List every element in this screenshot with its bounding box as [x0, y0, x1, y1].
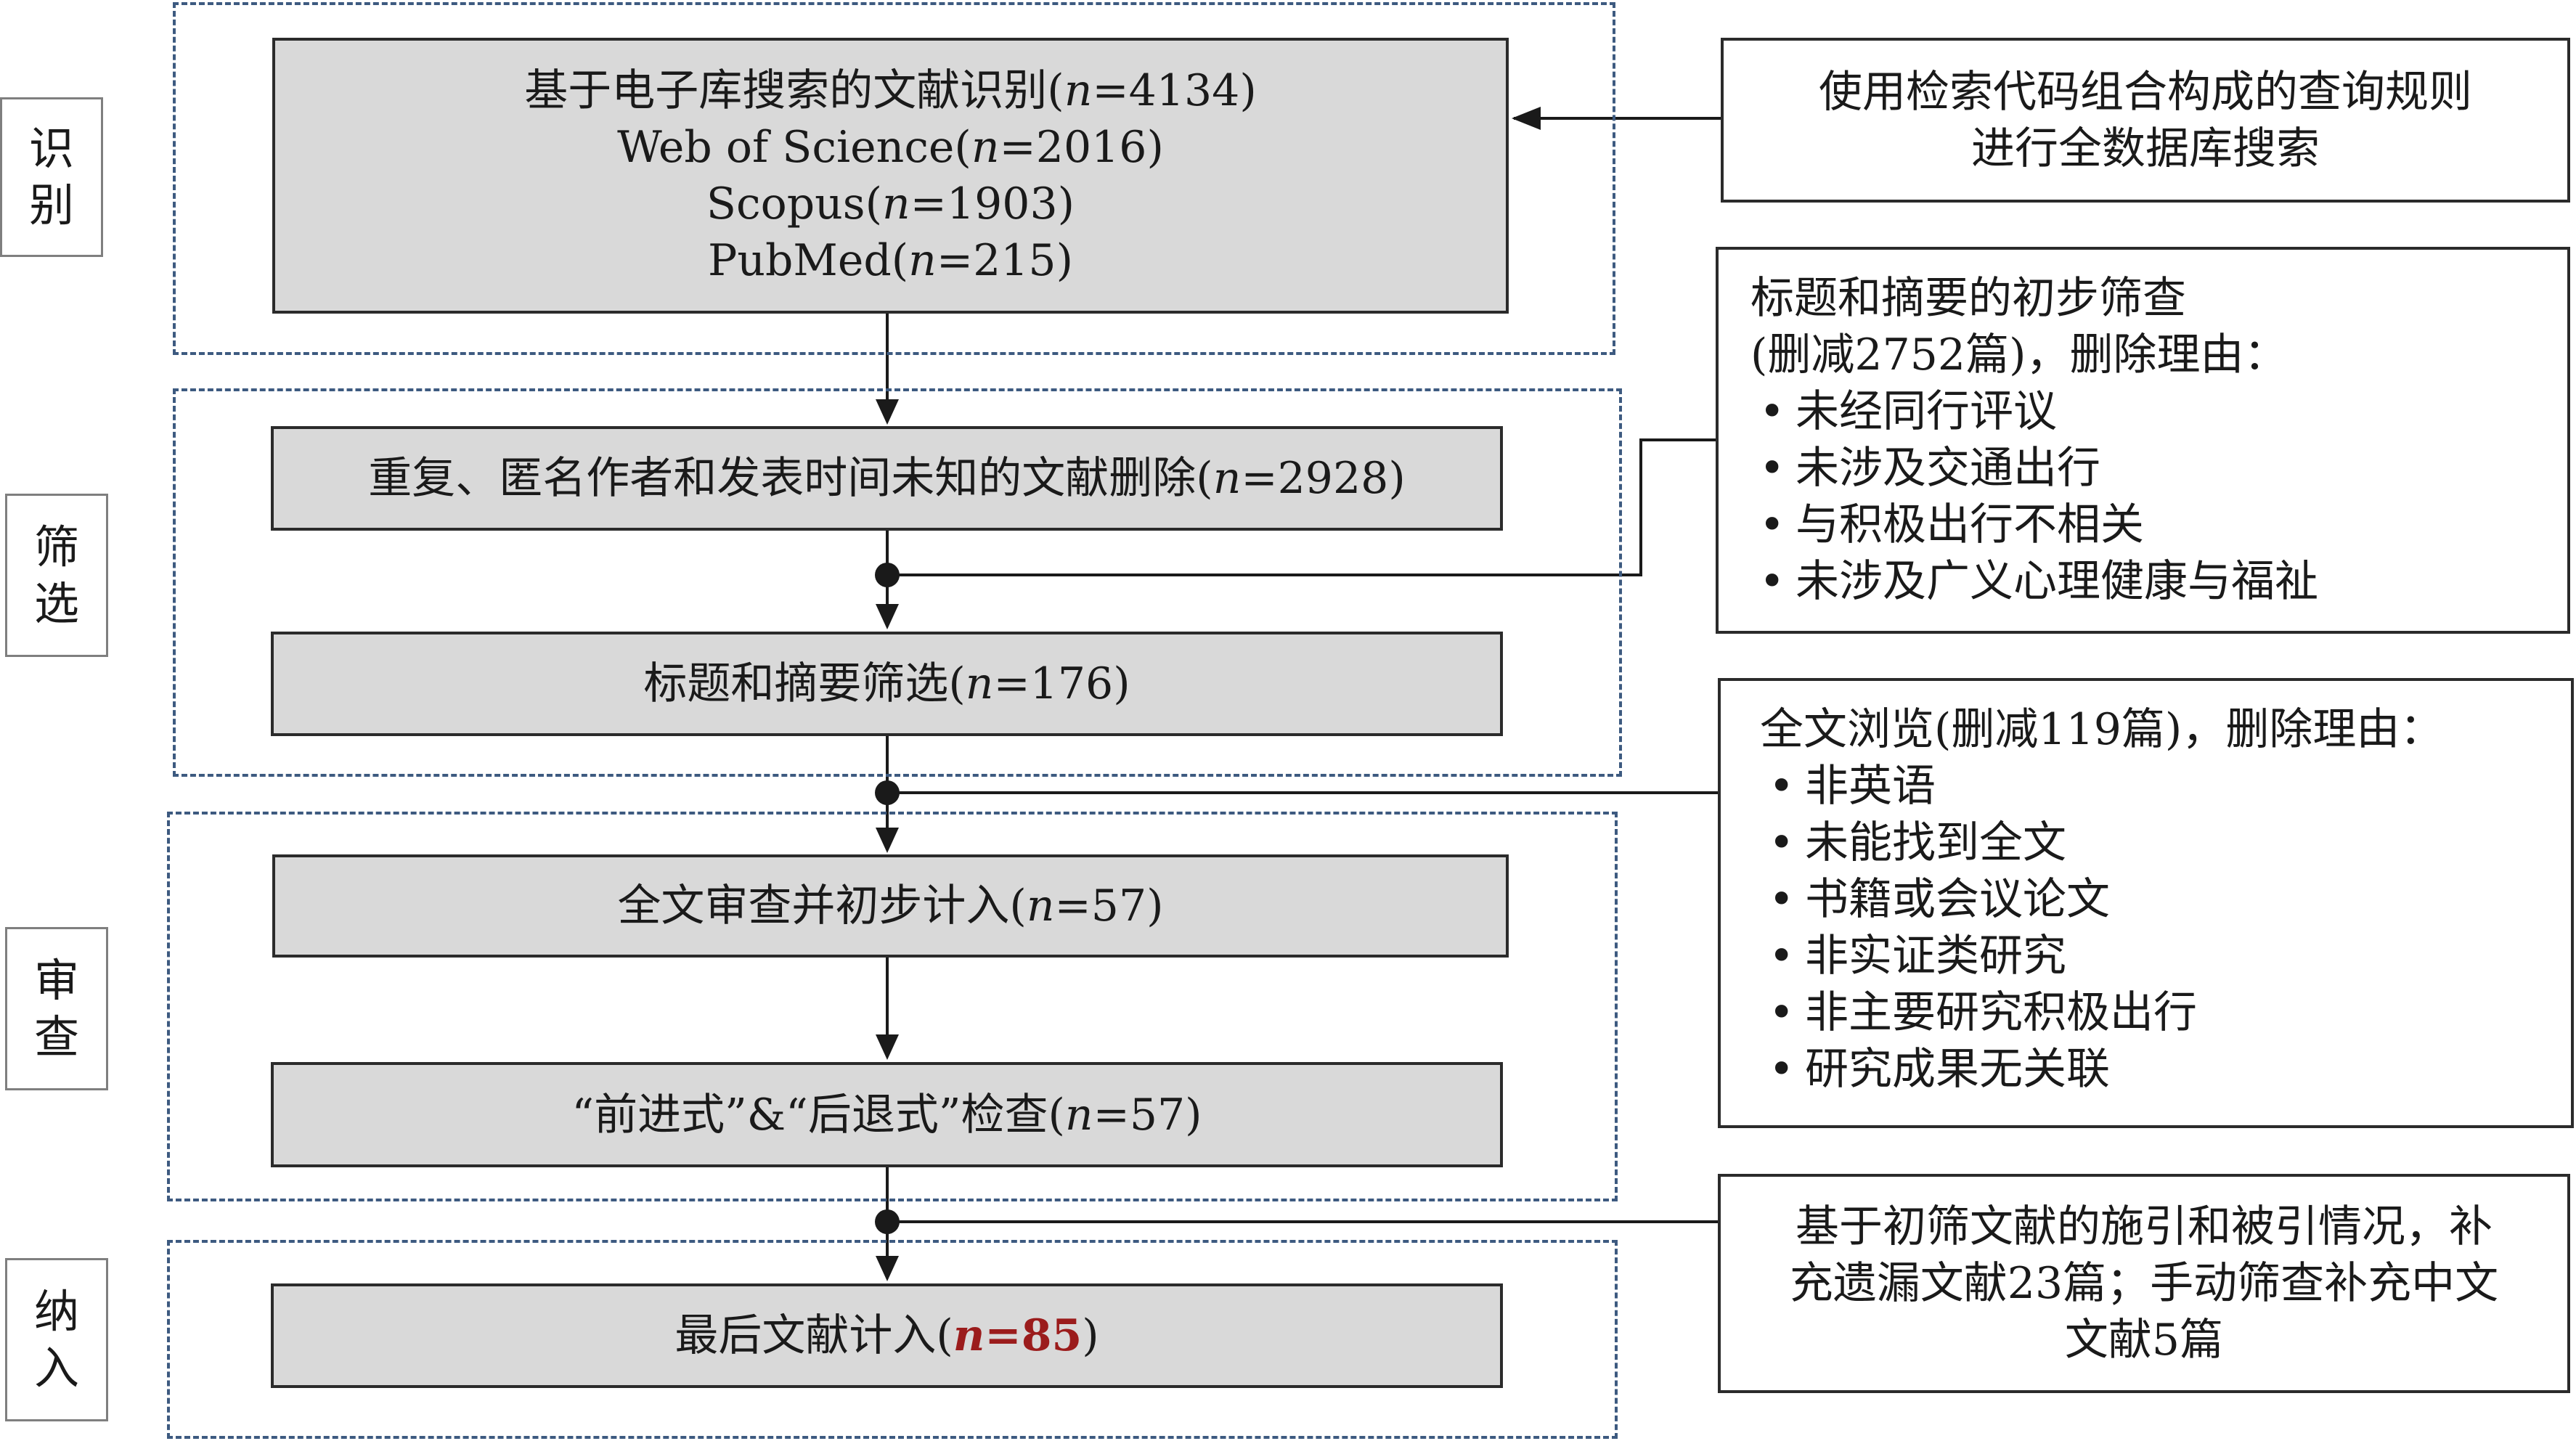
- box-final: 最后文献计入(n=85): [271, 1283, 1503, 1388]
- junction-dot-fulltext: [875, 780, 900, 805]
- stage-label-screening: 筛 选: [5, 494, 108, 657]
- region-screening: [173, 388, 1622, 777]
- stage-label-identification: 识 别: [0, 97, 103, 257]
- title-abstract-heading: 标题和摘要的初步筛查: [1750, 273, 2186, 324]
- supplement-line3: 文献5篇: [2064, 1315, 2224, 1366]
- note-search-rule: 使用检索代码组合构成的查询规则 进行全数据库搜索: [1721, 38, 2570, 203]
- list-item: 书籍或会议论文: [1760, 871, 2532, 928]
- box-identification: 基于电子库搜索的文献识别(n=4134) Web of Science(n=20…: [272, 38, 1509, 314]
- fulltext-browse-heading: 全文浏览(删减119篇)，删除理由：: [1760, 704, 2444, 755]
- source-pubmed: PubMed(n=215): [707, 235, 1074, 286]
- stage-char: 查: [33, 1010, 79, 1064]
- fulltext-browse-reasons: 非英语 未能找到全文 书籍或会议论文 非实证类研究 非主要研究积极出行 研究成果…: [1760, 758, 2532, 1098]
- stage-label-review: 审 查: [5, 927, 108, 1090]
- list-item: 未涉及广义心理健康与福祉: [1750, 553, 2535, 610]
- region-identification: [173, 2, 1615, 355]
- final-count: =85: [985, 1310, 1083, 1361]
- connector-title-abstract-note: [887, 438, 1717, 576]
- snowball-text: “前进式”&“后退式”检查(n=57): [571, 1089, 1202, 1140]
- search-rule-line2: 进行全数据库搜索: [1971, 123, 2320, 174]
- list-item: 研究成果无关联: [1760, 1041, 2532, 1098]
- box-snowball: “前进式”&“后退式”检查(n=57): [271, 1062, 1503, 1167]
- stage-char: 选: [33, 576, 79, 630]
- list-item: 非英语: [1760, 758, 2532, 815]
- identification-total: 基于电子库搜索的文献识别(n=4134): [524, 65, 1257, 116]
- title-abstract-reasons: 未经同行评议 未涉及交通出行 与积极出行不相关 未涉及广义心理健康与福祉: [1750, 383, 2535, 610]
- junction-dot-title: [875, 563, 900, 587]
- supplement-line2: 充遗漏文献23篇；手动筛查补充中文: [1789, 1258, 2499, 1309]
- note-fulltext-browse: 全文浏览(删减119篇)，删除理由： 非英语 未能找到全文 书籍或会议论文 非实…: [1718, 678, 2574, 1128]
- fulltext-text: 全文审查并初步计入(n=57): [617, 881, 1164, 931]
- box-fulltext: 全文审查并初步计入(n=57): [272, 854, 1509, 958]
- list-item: 未经同行评议: [1750, 383, 2535, 440]
- stage-char: 识: [28, 122, 74, 175]
- supplement-line1: 基于初筛文献的施引和被引情况，补: [1796, 1201, 2493, 1252]
- note-supplement: 基于初筛文献的施引和被引情况，补 充遗漏文献23篇；手动筛查补充中文 文献5篇: [1718, 1174, 2570, 1393]
- list-item: 未能找到全文: [1760, 815, 2532, 871]
- dedup-text: 重复、匿名作者和发表时间未知的文献删除(n=2928): [368, 453, 1406, 504]
- box-title-screen: 标题和摘要筛选(n=176): [271, 632, 1503, 736]
- arrowhead-search: [1512, 107, 1541, 130]
- junction-dot-supplement: [875, 1209, 900, 1234]
- search-rule-line1: 使用检索代码组合构成的查询规则: [1819, 66, 2472, 118]
- stage-label-inclusion: 纳 入: [5, 1258, 108, 1421]
- region-review: [167, 812, 1618, 1201]
- list-item: 非实证类研究: [1760, 928, 2532, 984]
- box-dedup: 重复、匿名作者和发表时间未知的文献删除(n=2928): [271, 426, 1503, 531]
- stage-char: 别: [28, 179, 74, 232]
- final-text: 最后文献计入(n=85): [674, 1310, 1099, 1361]
- note-title-abstract: 标题和摘要的初步筛查 (删减2752篇)，删除理由： 未经同行评议 未涉及交通出…: [1716, 247, 2570, 634]
- list-item: 未涉及交通出行: [1750, 440, 2535, 497]
- list-item: 与积极出行不相关: [1750, 497, 2535, 553]
- stage-char: 纳: [33, 1284, 79, 1338]
- source-web-of-science: Web of Science(n=2016): [617, 122, 1164, 173]
- title-abstract-count: (删减2752篇)，删除理由：: [1750, 330, 2288, 380]
- stage-char: 入: [33, 1341, 79, 1395]
- title-screen-text: 标题和摘要筛选(n=176): [643, 658, 1130, 709]
- stage-char: 审: [33, 953, 79, 1007]
- list-item: 非主要研究积极出行: [1760, 984, 2532, 1041]
- stage-char: 筛: [33, 520, 79, 573]
- source-scopus: Scopus(n=1903): [706, 179, 1075, 229]
- region-inclusion: [167, 1240, 1618, 1439]
